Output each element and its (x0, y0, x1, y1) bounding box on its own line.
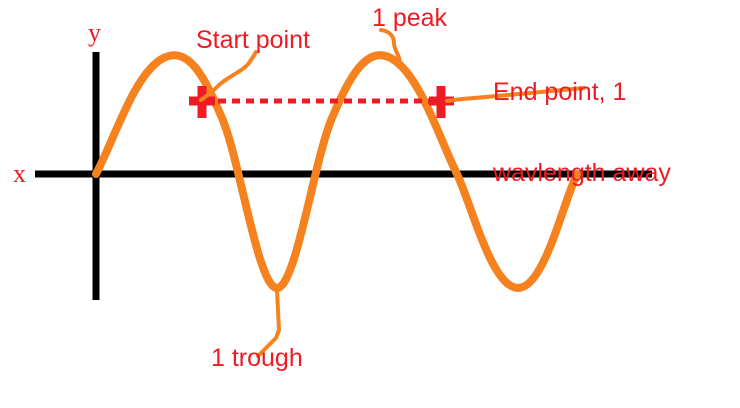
x-axis-label: x (13, 159, 26, 188)
one-trough-leader-line (256, 288, 282, 358)
annotation-start-point: Start point (196, 26, 310, 54)
annotation-one-peak: 1 peak (372, 4, 448, 32)
end-point-leader-line (445, 86, 586, 103)
annotation-end-point: End point, 1 wavlength away (493, 25, 671, 241)
start-point-leader-line (199, 50, 258, 102)
one-peak-leader-line (379, 28, 402, 64)
annotation-end-point-line-1: End point, 1 (493, 78, 627, 106)
annotation-one-trough: 1 trough (211, 344, 303, 372)
y-axis-label: y (88, 18, 101, 47)
wave-curve (92, 51, 581, 292)
annotation-end-point-line-2: wavlength away (493, 159, 671, 187)
